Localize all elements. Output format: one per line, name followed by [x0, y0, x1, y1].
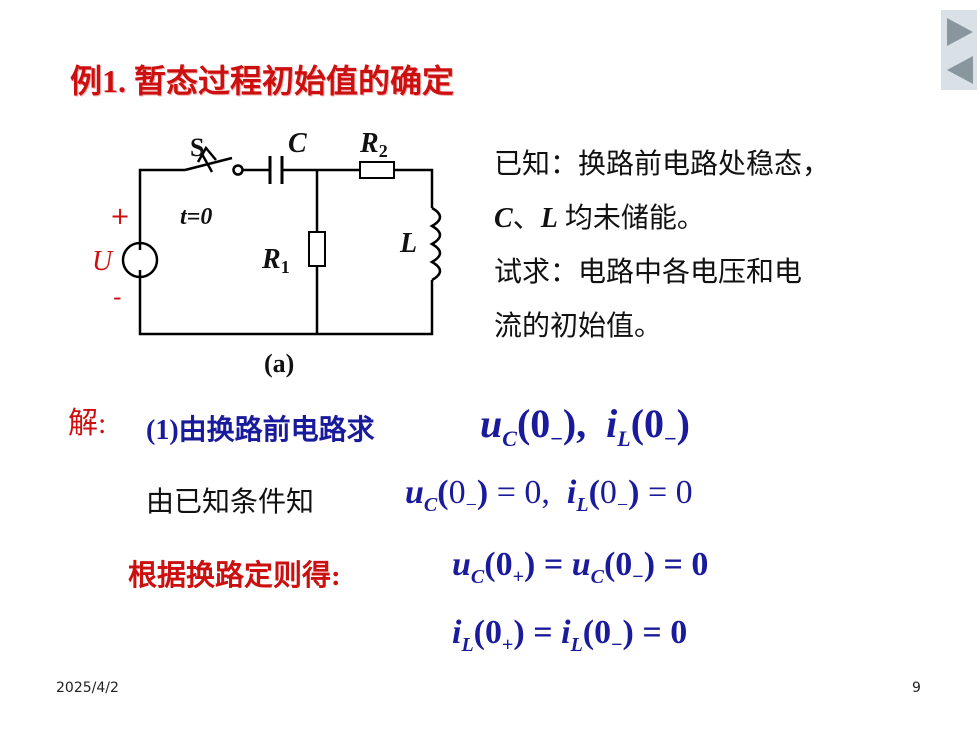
plus-sign: + — [110, 202, 130, 230]
switch-label: S — [190, 133, 204, 162]
footer-date: 2025/4/2 — [56, 680, 119, 696]
circuit-diagram: S t=0 C R2 R1 L + U - (a) — [92, 128, 442, 378]
solution-label: 解: — [68, 407, 107, 440]
formula-il: iL(0+) = iL(0−) = 0 — [452, 614, 688, 656]
formula-uc: uC(0+) = uC(0−) = 0 — [452, 546, 709, 588]
given-line-2: C、L 均未储能。 — [494, 203, 705, 234]
wire-bottom — [138, 270, 434, 336]
source-label: U — [92, 246, 114, 277]
footer-page-number: 9 — [912, 680, 921, 696]
switch-arrow — [196, 145, 217, 163]
switch-actuator — [200, 153, 214, 173]
voltage-source — [121, 241, 159, 279]
play-left-icon[interactable] — [947, 56, 973, 84]
formula-step1: uC(0−), iL(0−) — [480, 401, 690, 451]
slide-title: 例1. 暂态过程初始值的确定 — [70, 63, 455, 99]
switch-contact — [232, 164, 244, 176]
known-text: 由已知条件知 — [146, 487, 315, 518]
given-line-4: 流的初始值。 — [494, 311, 663, 342]
circuit-caption: (a) — [264, 349, 294, 378]
nav-arrows — [947, 18, 973, 84]
wire-top-right — [394, 168, 434, 208]
inductor-coil — [429, 206, 442, 282]
r1-label: R1 — [261, 244, 290, 277]
minus-sign: - — [113, 283, 122, 311]
switch-time-label: t=0 — [180, 204, 212, 230]
step-1-text: (1)由换路前电路求 — [146, 415, 375, 446]
nav-panel — [941, 10, 977, 90]
resistor-r1 — [308, 231, 326, 267]
given-line-1: 已知：换路前电路处稳态， — [494, 149, 831, 180]
wire-top-left — [138, 168, 185, 250]
play-right-icon[interactable] — [947, 18, 973, 46]
formula-known: uC(0−) = 0, iL(0−) = 0 — [405, 474, 693, 516]
inductor-label: L — [399, 228, 417, 259]
given-line-3: 试求：电路中各电压和电 — [494, 257, 803, 288]
r2-label: R2 — [359, 128, 388, 161]
rule-text: 根据换路定则得: — [128, 560, 341, 592]
resistor-r2 — [359, 161, 395, 179]
capacitor-label: C — [288, 128, 307, 159]
